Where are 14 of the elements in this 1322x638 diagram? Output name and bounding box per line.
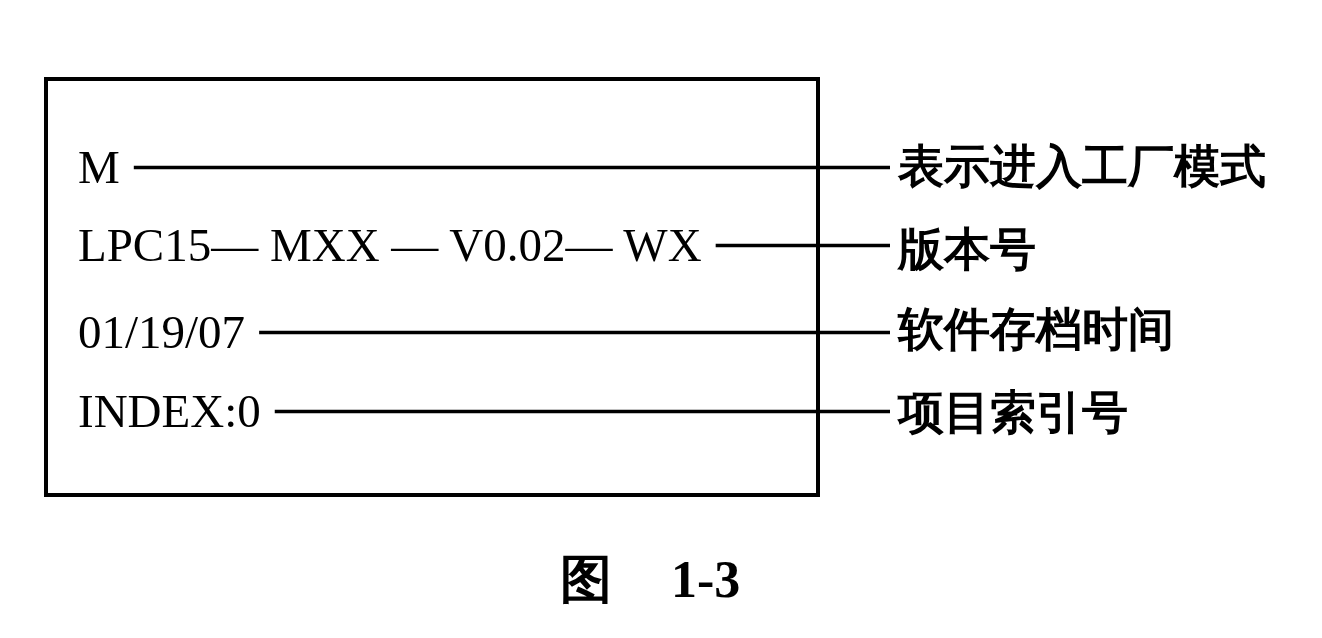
leader-line: [259, 330, 890, 335]
screen-text: 01/19/07: [78, 309, 246, 356]
callout-label: 软件存档时间: [898, 306, 1174, 352]
display-frame: [44, 77, 820, 497]
callout-label: 版本号: [898, 226, 1036, 272]
leader-line: [133, 165, 890, 170]
leader-line: [715, 243, 890, 248]
screen-text: LPC15— MXX — V0.02— WX: [78, 222, 702, 269]
callout-label: 项目索引号: [898, 389, 1128, 435]
screen-text: INDEX:0: [78, 388, 261, 435]
screen-text: M: [78, 144, 120, 191]
leader-line: [274, 409, 890, 414]
callout-label: 表示进入工厂模式: [898, 143, 1266, 189]
figure-caption: 图 1-3: [560, 554, 741, 606]
